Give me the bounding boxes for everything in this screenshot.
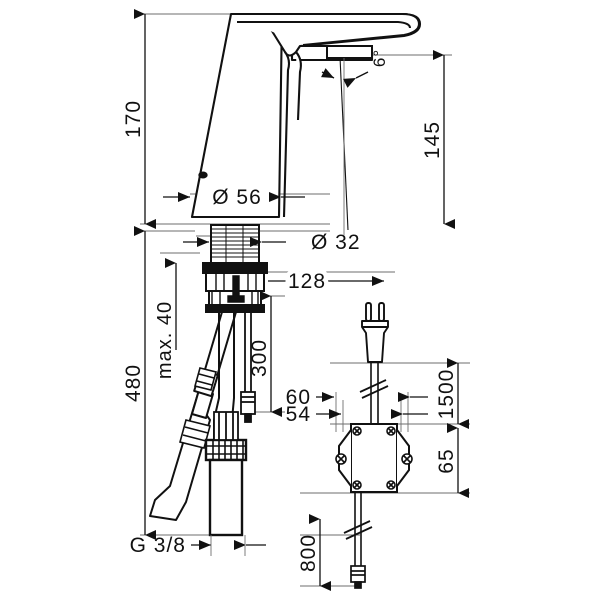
dimension-label-1500: 1500 [435, 369, 458, 420]
dimension-psu-outlet-cable: 800 [297, 514, 331, 591]
cable-break-symbol-lower [343, 520, 373, 540]
g38-connector [204, 438, 248, 537]
dimension-128-halo: 128 [288, 270, 326, 293]
power-supply-box-screws [335, 426, 413, 490]
dimension-label-128: 128 [288, 270, 326, 293]
secondary-hose-fitting [179, 367, 217, 449]
dimension-label-480: 480 [122, 364, 145, 402]
dimension-label-300: 300 [248, 339, 271, 377]
dimension-label-170: 170 [122, 100, 145, 138]
output-cable [354, 492, 362, 566]
sensor-window [198, 171, 208, 179]
cable-end-connector [240, 391, 256, 423]
dimension-label-54: 54 [286, 403, 311, 426]
mains-plug [361, 302, 389, 363]
dimension-label-d32: Ø 32 [311, 231, 361, 254]
dimension-label-60: 60 [286, 386, 311, 409]
dimension-psu-box-height: 65 [435, 423, 469, 498]
dimension-psu-cable-length: 1500 [435, 358, 469, 429]
dimension-overall-height: 170 [122, 9, 156, 229]
dimension-total-drop: 480 [122, 226, 156, 540]
dimension-shank-diameter: Ø 32 [183, 231, 361, 254]
dimension-psu-width-outer: 60 [286, 386, 428, 409]
dimension-body-diameter: Ø 56 [163, 186, 305, 209]
dimension-thread-size: G 3/8 [130, 534, 266, 557]
dimension-label-g38: G 3/8 [130, 534, 186, 557]
g38-connector-knurl [206, 440, 246, 460]
dimension-spout-angle: 6° [321, 49, 389, 235]
dimension-max-deck-thickness: max. 40 [154, 258, 177, 379]
dimension-label-d56: Ø 56 [212, 186, 262, 209]
dimension-label-6deg: 6° [370, 49, 389, 67]
dimension-label-145: 145 [421, 121, 444, 159]
dimension-label-800: 800 [297, 534, 320, 572]
dimension-label-65: 65 [435, 448, 458, 473]
dimension-hose-length: 300 [248, 291, 282, 417]
dimension-label-max40: max. 40 [154, 301, 176, 379]
dimension-spout-projection: 128 128 [268, 266, 384, 298]
dimension-sensor-height: 145 [421, 50, 455, 229]
output-cable-connector [350, 565, 366, 589]
g38-upper-stem [213, 411, 239, 441]
cable-break-symbol-upper [359, 379, 389, 399]
power-supply-box [338, 423, 410, 493]
dimension-psu-width-inner: 54 [286, 403, 428, 426]
spout-outlet-lip [326, 45, 373, 59]
nut-detail-lines [211, 273, 259, 305]
control-cable [244, 312, 252, 392]
